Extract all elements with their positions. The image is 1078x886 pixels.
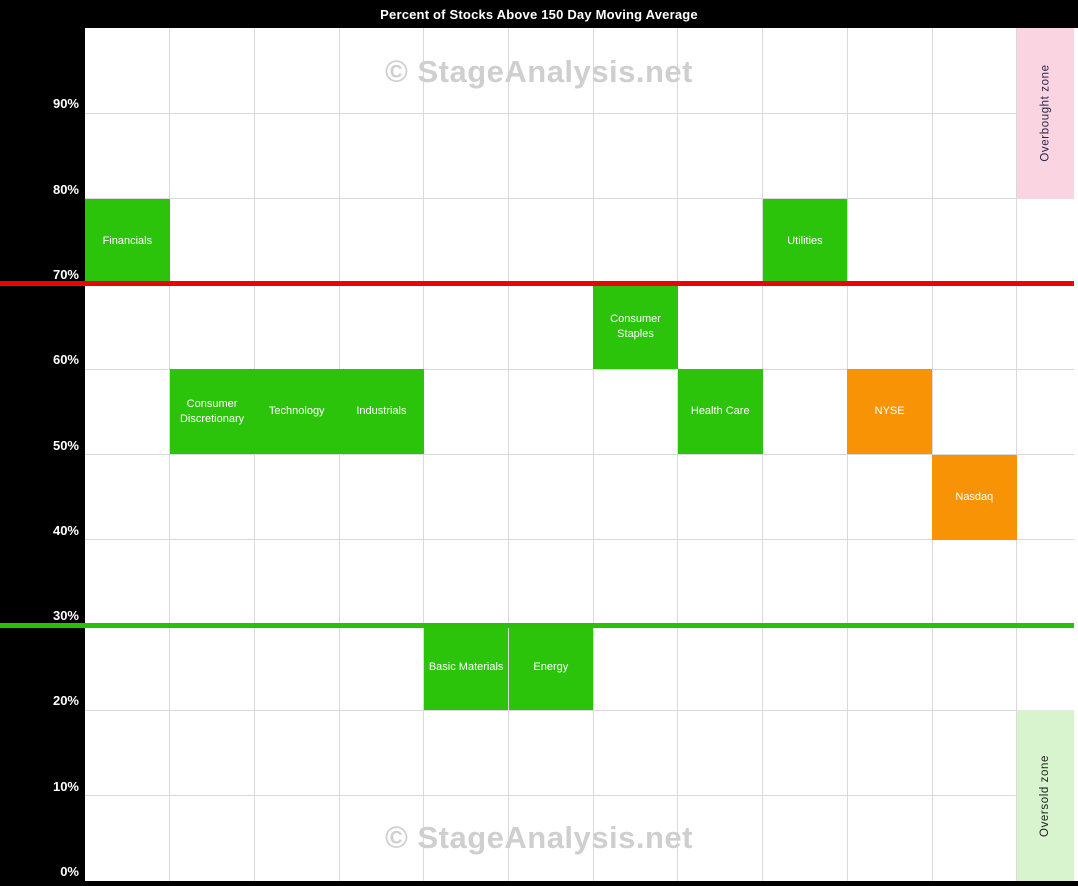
- gridline-h: [85, 709, 1074, 711]
- sector-box-industrials: Industrials: [339, 369, 424, 455]
- gridline-h: [85, 198, 1074, 200]
- sector-label: Utilities: [787, 234, 823, 247]
- sector-box-consumer-staples: Consumer Staples: [593, 283, 678, 370]
- sector-label: Health Care: [690, 405, 750, 418]
- gridline-v: [508, 28, 509, 881]
- gridline-h: [85, 454, 1074, 455]
- sector-label: Industrials: [356, 405, 407, 418]
- gridline-v: [338, 28, 340, 881]
- sector-box-nyse: NYSE: [847, 369, 932, 455]
- gridline-v: [423, 28, 425, 881]
- sector-label: NYSE: [874, 405, 905, 418]
- gridline-h: [85, 368, 1074, 370]
- y-tick-label: 80%: [52, 181, 79, 197]
- gridline-v: [253, 28, 255, 881]
- chart-title: Percent of Stocks Above 150 Day Moving A…: [380, 6, 698, 22]
- sector-box-health-care: Health Care: [677, 369, 763, 455]
- y-tick-label: 60%: [52, 352, 79, 368]
- gridline-h: [85, 795, 1074, 797]
- gridline-v: [677, 28, 679, 881]
- sector-box-financials: Financials: [85, 198, 170, 284]
- sector-box-energy: Energy: [508, 625, 594, 711]
- y-tick-label: 90%: [52, 96, 79, 112]
- gridline-v: [592, 28, 594, 881]
- sector-label: Consumer Discretionary: [179, 397, 245, 425]
- y-tick-label: 40%: [52, 522, 79, 538]
- gridline-h: [85, 539, 1074, 541]
- gridline-h: [85, 112, 1074, 114]
- overbought-threshold-line: [0, 281, 1074, 287]
- oversold-threshold-line: [0, 622, 1074, 628]
- watermark-top: © StageAnalysis.net: [385, 54, 693, 89]
- gridline-v: [762, 28, 764, 881]
- sector-box-nasdaq: Nasdaq: [932, 454, 1017, 540]
- y-tick-label: 20%: [52, 693, 79, 709]
- sector-label: Energy: [533, 661, 569, 674]
- gridline-v: [1016, 28, 1018, 881]
- overbought-zone: Overbought zone: [1016, 28, 1074, 199]
- sector-label: Consumer Staples: [610, 312, 661, 340]
- y-tick-label: 50%: [52, 437, 79, 453]
- sector-label: Basic Materials: [428, 661, 504, 674]
- watermark-bottom: © StageAnalysis.net: [385, 820, 693, 855]
- sector-box-utilities: Utilities: [762, 198, 848, 284]
- gridline-v: [169, 28, 171, 881]
- sector-box-consumer-discretionary: Consumer Discretionary: [169, 369, 255, 455]
- y-tick-label: 0%: [60, 864, 79, 879]
- y-tick-label: 30%: [52, 608, 79, 624]
- oversold-zone: Oversold zone: [1016, 710, 1074, 881]
- sector-label: Financials: [102, 234, 153, 247]
- sector-box-technology: Technology: [254, 369, 340, 455]
- y-tick-label: 70%: [52, 266, 79, 282]
- sector-label: Technology: [268, 405, 325, 418]
- gridline-v: [846, 28, 848, 881]
- sector-box-basic-materials: Basic Materials: [423, 625, 509, 711]
- y-tick-label: 10%: [52, 778, 79, 794]
- chart-title-bar: Percent of Stocks Above 150 Day Moving A…: [0, 0, 1078, 28]
- sector-label: Nasdaq: [955, 490, 994, 503]
